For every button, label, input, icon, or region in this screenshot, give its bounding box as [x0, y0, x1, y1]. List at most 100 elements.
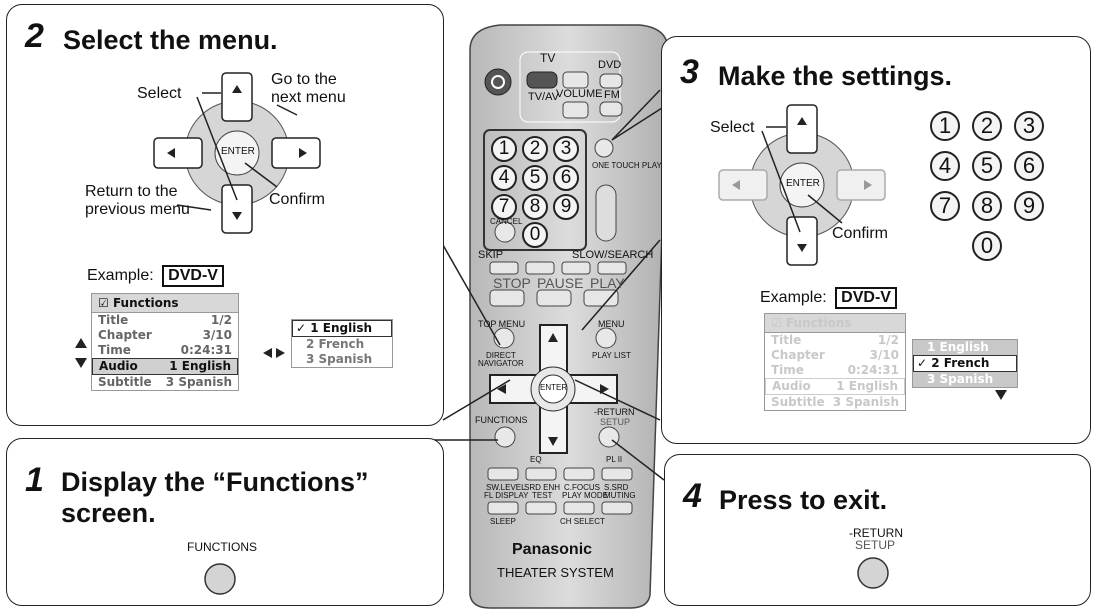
- step2-return-prev-label: Return to the previous menu: [85, 183, 190, 219]
- remote-digit-7[interactable]: 7: [491, 194, 517, 220]
- remote-functions-label: FUNCTIONS: [475, 415, 528, 425]
- remote-model: THEATER SYSTEM: [497, 565, 614, 580]
- remote-enter-label: ENTER: [540, 383, 568, 392]
- remote-brand: Panasonic: [512, 541, 593, 558]
- step4-number: 4: [683, 477, 702, 515]
- step2-confirm-label: Confirm: [269, 191, 326, 208]
- audio-option[interactable]: 1 English: [927, 340, 989, 354]
- audio-option[interactable]: 3 Spanish: [927, 372, 994, 386]
- remote-setup-label: SETUP: [600, 417, 631, 427]
- step2-select-label: Select: [137, 85, 182, 102]
- remote-slow-search-label: SLOW/SEARCH: [572, 249, 654, 261]
- remote-stop-label: STOP: [493, 275, 531, 291]
- step3-number: 3: [680, 53, 699, 91]
- remote-play-label: PLAY: [590, 275, 625, 291]
- remote-return-label: -RETURN: [594, 407, 635, 417]
- remote-sw-level-label: SW.LEVEL: [486, 483, 526, 492]
- step3-enter-label: ENTER: [786, 178, 820, 189]
- step2-audio-options: ✓ 1 English 2 French 3 Spanish: [291, 319, 393, 368]
- remote-c-focus-label: C.FOCUS: [564, 483, 600, 492]
- remote-digit-2[interactable]: 2: [522, 136, 548, 162]
- step3-digit-5[interactable]: 5: [972, 151, 1002, 181]
- step2-go-next-label: Go to the next menu: [271, 71, 346, 107]
- remote-fm-label: FM: [604, 89, 620, 101]
- remote-digit-3[interactable]: 3: [553, 136, 579, 162]
- remote-s-srd-label: S.SRD: [604, 483, 629, 492]
- remote-digit-0[interactable]: 0: [522, 222, 548, 248]
- step4-title: Press to exit.: [719, 485, 888, 515]
- step3-functions-header: ☑ Functions: [765, 314, 905, 333]
- remote-cancel-label: CANCEL: [490, 217, 523, 226]
- step3-dvd-v-badge: DVD-V: [835, 287, 897, 309]
- remote-digit-5[interactable]: 5: [522, 165, 548, 191]
- step4-setup-label: SETUP: [855, 538, 896, 552]
- remote-pl2-label: PL II: [606, 455, 623, 464]
- remote-direct-nav-label: DIRECT NAVIGATOR: [478, 351, 524, 369]
- step4-return-label: -RETURN: [849, 526, 903, 540]
- step3-digit-4[interactable]: 4: [930, 151, 960, 181]
- step3-digit-9[interactable]: 9: [1014, 191, 1044, 221]
- step3-digit-3[interactable]: 3: [1014, 111, 1044, 141]
- remote-menu-label: MENU: [598, 319, 625, 329]
- audio-option[interactable]: 2 French: [306, 337, 365, 351]
- step1-functions-button[interactable]: [7, 439, 445, 607]
- step3-digit-6[interactable]: 6: [1014, 151, 1044, 181]
- step3-cursor-pad: [718, 104, 1007, 400]
- step3-digit-0[interactable]: 0: [972, 231, 1002, 261]
- remote-pause-label: PAUSE: [537, 275, 584, 291]
- remote-eq-label: EQ: [530, 455, 542, 464]
- remote-play-mode-label: PLAY MODE: [562, 491, 608, 500]
- remote-skip-label: SKIP: [478, 249, 504, 261]
- remote-digit-8[interactable]: 8: [522, 194, 548, 220]
- remote-dvd-label: DVD: [598, 59, 622, 71]
- remote-digit-9[interactable]: 9: [553, 194, 579, 220]
- remote-volume-label: VOLUME: [556, 88, 603, 100]
- remote-ch-select-label: CH SELECT: [560, 517, 605, 526]
- step2-panel: 2 Select the menu. Select Go to the next…: [6, 4, 444, 426]
- remote-srd-enh-label: SRD ENH: [524, 483, 561, 492]
- audio-option[interactable]: ✓ 2 French: [913, 355, 1017, 372]
- step1-number: 1: [25, 461, 44, 499]
- step1-title: Display the “Functions” screen.: [61, 467, 369, 529]
- remote-digit-4[interactable]: 4: [491, 165, 517, 191]
- remote-digit-1[interactable]: 1: [491, 136, 517, 162]
- step3-digit-7[interactable]: 7: [930, 191, 960, 221]
- step2-example-label: Example:: [87, 267, 154, 284]
- remote-sleep-label: SLEEP: [490, 517, 516, 526]
- step4-return-button[interactable]: [665, 455, 1092, 607]
- step3-confirm-label: Confirm: [832, 225, 889, 242]
- remote-play-list-label: PLAY LIST: [592, 351, 631, 360]
- audio-option[interactable]: ✓ 1 English: [292, 320, 392, 337]
- remote-top-menu-label: TOP MENU: [478, 319, 526, 329]
- step2-cursor-pad: [75, 72, 321, 368]
- step3-example-label: Example:: [760, 289, 827, 306]
- remote-one-touch-label: ONE TOUCH PLAY: [592, 161, 662, 170]
- remote-muting-label: MUTING: [604, 491, 636, 500]
- remote-tv-label: TV: [540, 51, 556, 65]
- checkbox-icon: ☑: [98, 296, 109, 310]
- remote-test-label: TEST: [532, 491, 553, 500]
- step3-digit-2[interactable]: 2: [972, 111, 1002, 141]
- remote-digit-6[interactable]: 6: [553, 165, 579, 191]
- step3-select-label: Select: [710, 119, 755, 136]
- step3-digit-8[interactable]: 8: [972, 191, 1002, 221]
- remote-fl-display-label: FL DISPLAY: [484, 491, 529, 500]
- step3-panel: 3 Make the settings. Select Confirm ENTE…: [661, 36, 1091, 444]
- step2-enter-label: ENTER: [221, 146, 255, 157]
- step4-panel: 4 Press to exit. -RETURN SETUP: [664, 454, 1091, 606]
- step3-digit-1[interactable]: 1: [930, 111, 960, 141]
- audio-option[interactable]: 3 Spanish: [306, 352, 373, 366]
- step3-title: Make the settings.: [718, 61, 953, 91]
